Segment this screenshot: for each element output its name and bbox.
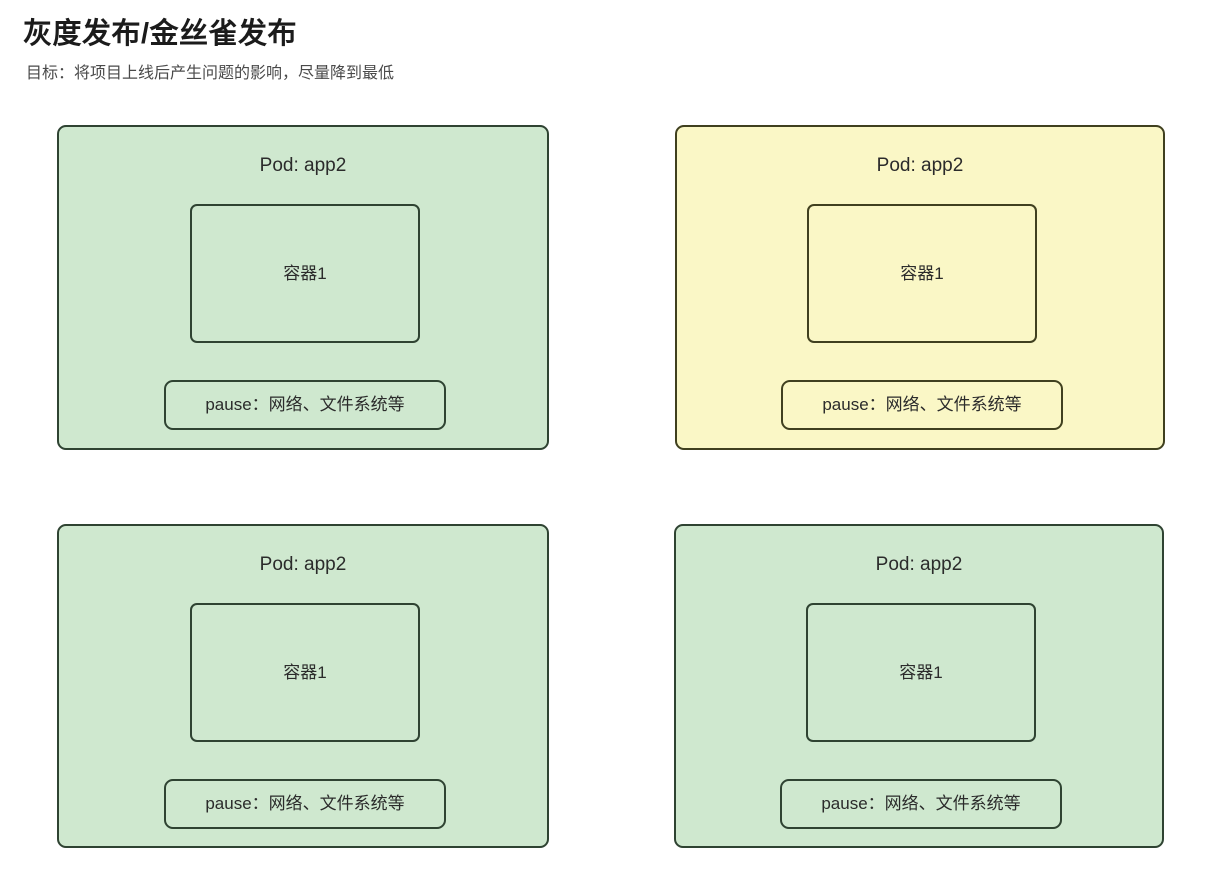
page-header: 灰度发布/金丝雀发布 目标：将项目上线后产生问题的影响，尽量降到最低 bbox=[23, 14, 1123, 86]
pause-box[interactable]: pause：网络、文件系统等 bbox=[781, 380, 1063, 430]
pod-card[interactable]: Pod: app2 容器1 pause：网络、文件系统等 bbox=[57, 125, 549, 450]
pod-card[interactable]: Pod: app2 容器1 pause：网络、文件系统等 bbox=[675, 125, 1165, 450]
pause-label: pause：网络、文件系统等 bbox=[821, 794, 1021, 813]
container-label: 容器1 bbox=[900, 263, 944, 283]
container-box[interactable]: 容器1 bbox=[807, 204, 1037, 343]
pod-title: Pod: app2 bbox=[876, 155, 964, 176]
page-title: 灰度发布/金丝雀发布 bbox=[23, 18, 298, 50]
container-box[interactable]: 容器1 bbox=[806, 603, 1036, 742]
pause-box[interactable]: pause：网络、文件系统等 bbox=[164, 779, 446, 829]
pod-title: Pod: app2 bbox=[259, 554, 347, 575]
pod-title: Pod: app2 bbox=[875, 554, 963, 575]
pause-box[interactable]: pause：网络、文件系统等 bbox=[164, 380, 446, 430]
container-box[interactable]: 容器1 bbox=[190, 204, 420, 343]
pause-label: pause：网络、文件系统等 bbox=[205, 395, 405, 414]
pause-label: pause：网络、文件系统等 bbox=[205, 794, 405, 813]
pod-card[interactable]: Pod: app2 容器1 pause：网络、文件系统等 bbox=[674, 524, 1164, 848]
pause-box[interactable]: pause：网络、文件系统等 bbox=[780, 779, 1062, 829]
container-label: 容器1 bbox=[283, 662, 327, 682]
pod-card[interactable]: Pod: app2 容器1 pause：网络、文件系统等 bbox=[57, 524, 549, 848]
container-box[interactable]: 容器1 bbox=[190, 603, 420, 742]
pod-title: Pod: app2 bbox=[259, 155, 347, 176]
page-subtitle: 目标：将项目上线后产生问题的影响，尽量降到最低 bbox=[26, 65, 395, 82]
pause-label: pause：网络、文件系统等 bbox=[822, 395, 1022, 414]
container-label: 容器1 bbox=[283, 263, 327, 283]
container-label: 容器1 bbox=[899, 662, 943, 682]
